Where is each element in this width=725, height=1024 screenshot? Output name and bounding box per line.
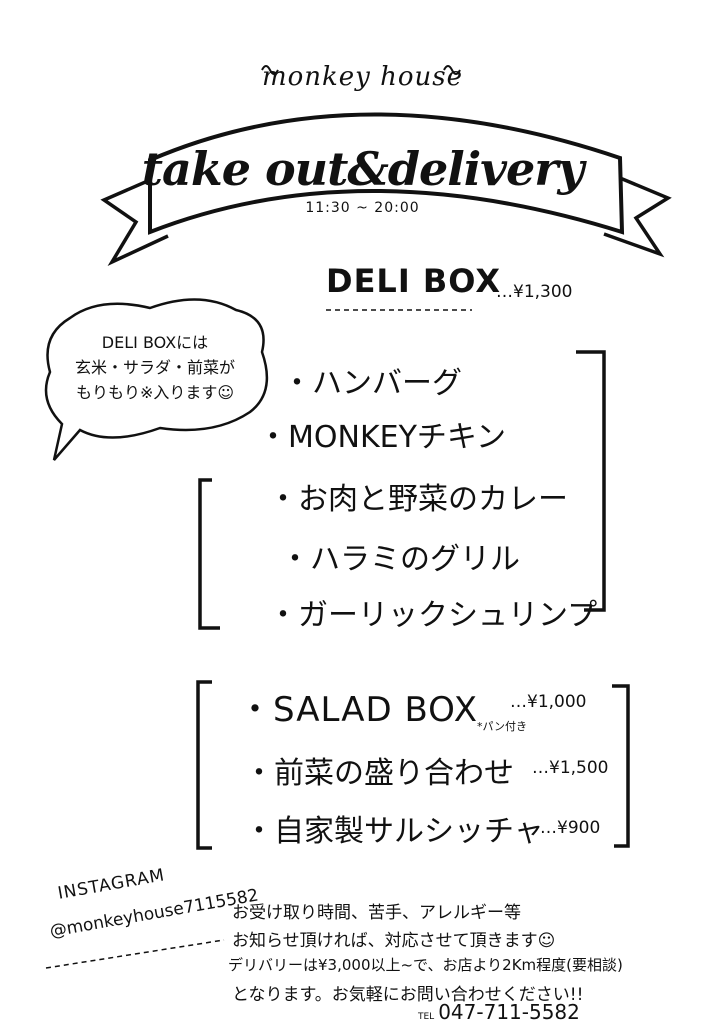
salsiccia-name: ・自家製サルシッチャ (244, 814, 544, 849)
speech-bubble-note: DELI BOXには 玄米・サラダ・前菜が もりもり※入ります☺ (60, 330, 250, 405)
bubble-line: DELI BOXには (101, 333, 209, 352)
salad-box-price: …¥1,000 (510, 692, 587, 712)
deli-item-curry: ・お肉と野菜のカレー (268, 482, 568, 517)
deli-box-title: DELI BOX (326, 262, 501, 300)
tel-number: 047-711-5582 (438, 1000, 580, 1024)
salad-box-name: ・SALAD BOX (238, 690, 479, 730)
notice-line: となります。お気軽にお問い合わせください!! (232, 985, 584, 1005)
notice-line: お受け取り時間、苦手、アレルギー等 (232, 903, 521, 923)
business-hours: 11:30 ~ 20:00 (305, 200, 420, 216)
deli-item-monkey-chicken: ・MONKEYチキン (258, 420, 506, 455)
bubble-line: 玄米・サラダ・前菜が (74, 358, 235, 377)
salsiccia-price: …¥900 (540, 818, 601, 838)
appetizer-platter-name: ・前菜の盛り合わせ (244, 756, 514, 791)
deli-item-garlic-shrimp: ・ガーリックシュリンプ (268, 598, 598, 633)
brand-name: monkey house (261, 62, 464, 92)
deli-item-harami-grill: ・ハラミのグリル (280, 542, 520, 577)
deli-box-price: …¥1,300 (496, 282, 573, 302)
page-title: take out&delivery (141, 142, 584, 196)
deli-item-hamburg: ・ハンバーグ (282, 366, 462, 401)
tel-label: TEL (418, 1012, 435, 1022)
notice-line: お知らせ頂ければ、対応させて頂きます☺ (232, 931, 556, 951)
notice-line: デリバリーは¥3,000以上~で、お店より2Km程度(要相談) (228, 956, 623, 974)
appetizer-platter-price: …¥1,500 (532, 758, 609, 778)
bubble-line: もりもり※入ります☺ (75, 383, 235, 402)
salad-box-note: *パン付き (477, 720, 528, 733)
